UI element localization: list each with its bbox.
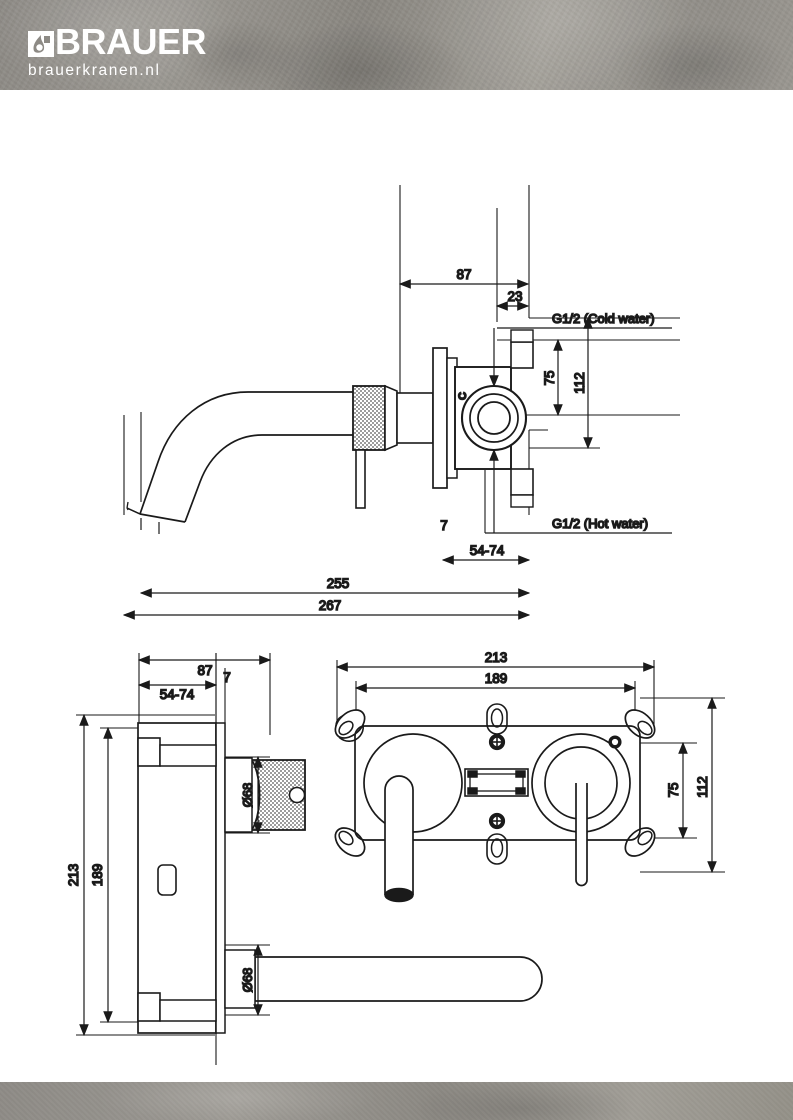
footer-band xyxy=(0,1082,793,1120)
dim-213-left-label: 213 xyxy=(66,864,81,887)
front-handle-lever xyxy=(575,783,588,887)
dim-d68-lower-label: Ø68 xyxy=(240,968,255,993)
dim-87-top-label: 87 xyxy=(456,267,471,282)
brand-website: brauerkranen.nl xyxy=(28,62,161,79)
dim-54-74-left-label: 54-74 xyxy=(160,687,195,702)
inlet-connections xyxy=(510,329,534,508)
view-front-plate: 213 189 75 112 xyxy=(334,649,725,903)
ear-bottom-right xyxy=(624,827,656,857)
left-knurled-handle xyxy=(224,757,306,833)
wall-plate-section xyxy=(432,347,458,489)
dim-d68-lower: Ø68 xyxy=(239,943,263,1017)
dim-87-top: 87 xyxy=(398,266,530,289)
view-section-left: 87 7 54-74 213 189 xyxy=(65,653,543,1065)
dim-189-left: 189 xyxy=(89,726,113,1024)
dim-112-front: 112 xyxy=(694,696,717,874)
body-stem xyxy=(396,392,434,444)
dim-7-top: 7 xyxy=(439,517,448,534)
valve-body: C xyxy=(454,366,528,470)
dim-54-74-top-label: 54-74 xyxy=(470,543,505,558)
dim-7-left-label: 7 xyxy=(223,670,231,685)
dim-213-front: 213 xyxy=(335,649,656,672)
handle-lever xyxy=(355,449,366,509)
left-spout xyxy=(224,949,543,1009)
front-spout-tube xyxy=(384,775,414,903)
dim-7-top-label: 7 xyxy=(440,518,448,533)
cold-water-label: G1/2 (Cold water) xyxy=(552,311,655,326)
dim-54-74-left: 54-74 xyxy=(137,680,218,703)
dim-75-front-label: 75 xyxy=(666,782,681,797)
left-key-slot xyxy=(157,864,177,896)
dim-112-top: 112 xyxy=(571,316,593,450)
screw-top xyxy=(488,733,506,751)
dim-189-front-label: 189 xyxy=(485,671,508,686)
view-side-elevation: 87 23 G1/2 (Cold water) G1/2 (Hot water)… xyxy=(122,185,680,620)
face-plate xyxy=(354,725,641,841)
dim-255: 255 xyxy=(139,575,531,598)
left-inlet-bottom xyxy=(137,992,217,1022)
dim-23-top-label: 23 xyxy=(507,289,522,304)
dim-75-top: 75 xyxy=(541,338,563,417)
ear-top-right xyxy=(624,709,656,739)
dim-189-left-label: 189 xyxy=(90,864,105,887)
dim-d68-upper: Ø68 xyxy=(239,755,263,835)
spout-profile xyxy=(126,391,355,523)
left-inlet-top xyxy=(137,737,217,767)
dim-189-front: 189 xyxy=(354,670,637,693)
dim-54-74-top: 54-74 xyxy=(441,542,531,565)
brauer-droplet-logo-icon xyxy=(28,31,54,57)
dim-87-left: 87 xyxy=(137,655,272,679)
center-tab-bottom xyxy=(486,833,508,865)
valve-mark-c-label: C xyxy=(457,392,469,400)
knurled-sleeve xyxy=(352,384,398,452)
spout-tip-ticks xyxy=(140,518,160,534)
dim-112-top-label: 112 xyxy=(572,372,587,394)
brand-name: BRAUER xyxy=(55,21,207,62)
dim-75-top-label: 75 xyxy=(542,370,557,385)
screw-bottom xyxy=(488,812,506,830)
dim-d68-upper-label: Ø68 xyxy=(240,783,255,808)
brand-logo: BRAUER brauerkranen.nl xyxy=(28,24,268,80)
dim-267: 267 xyxy=(122,597,531,620)
dim-23-top: 23 xyxy=(495,288,530,311)
hot-water-label: G1/2 (Hot water) xyxy=(552,516,648,531)
cartridge-window xyxy=(464,768,529,797)
witness-front-vert xyxy=(640,697,725,873)
dim-112-front-label: 112 xyxy=(695,776,710,798)
header-band xyxy=(0,0,793,90)
callout-hot-water: G1/2 (Hot water) xyxy=(484,470,672,534)
dim-75-front: 75 xyxy=(665,741,688,840)
technical-drawing-canvas: 87 23 G1/2 (Cold water) G1/2 (Hot water)… xyxy=(0,90,793,1082)
callout-cold-water: G1/2 (Cold water) xyxy=(497,310,672,329)
left-wall-plate xyxy=(137,722,226,1034)
screw-right-small xyxy=(608,735,622,749)
dim-7-left: 7 xyxy=(222,669,231,686)
dim-213-left: 213 xyxy=(65,713,89,1037)
brand-name-row: BRAUER xyxy=(28,24,268,60)
dim-213-front-label: 213 xyxy=(485,650,508,665)
dim-267-label: 267 xyxy=(319,598,342,613)
dim-87-left-label: 87 xyxy=(197,663,212,678)
dim-255-label: 255 xyxy=(327,576,350,591)
